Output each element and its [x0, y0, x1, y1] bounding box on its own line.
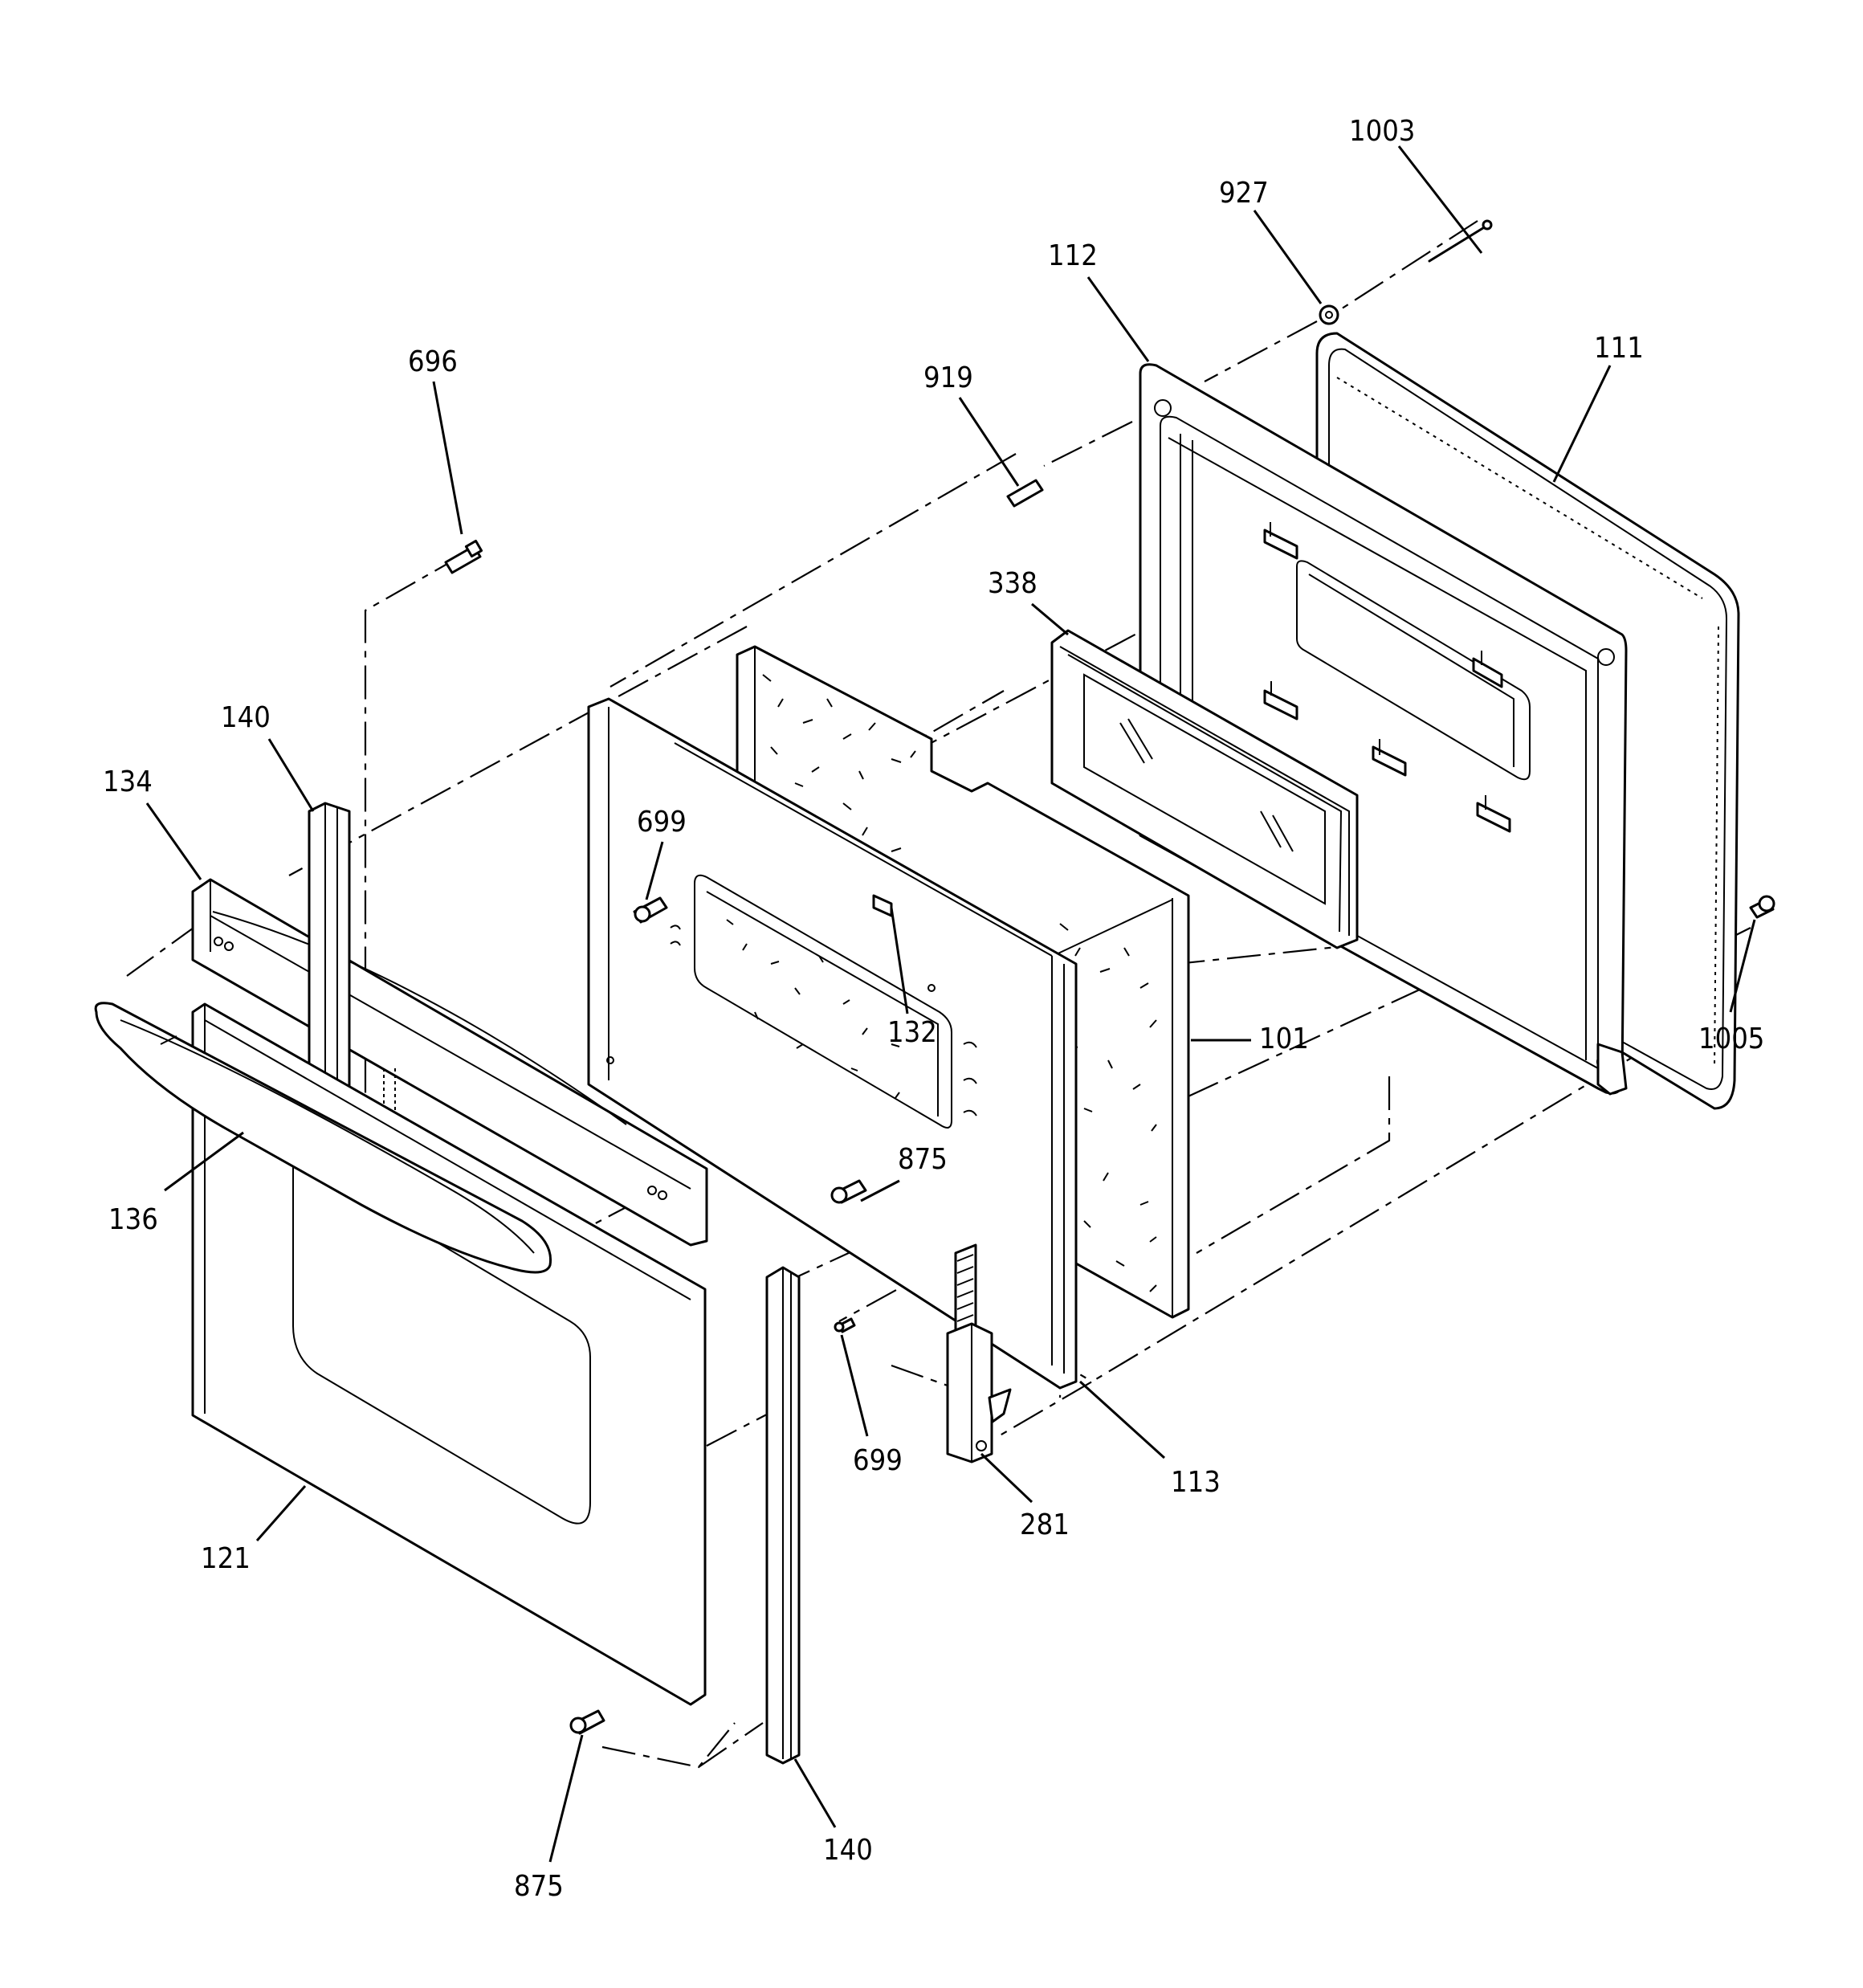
callout-927: 927: [1219, 177, 1269, 210]
callout-134: 134: [103, 765, 153, 798]
insulation-speckle: [762, 674, 1157, 1292]
callout-875-lower: 875: [514, 1870, 564, 1903]
callout-111: 111: [1594, 332, 1644, 365]
callout-1005: 1005: [1698, 1023, 1764, 1055]
callout-132: 132: [887, 1016, 937, 1049]
callout-875-middle: 875: [898, 1143, 948, 1176]
part-140-side-trim-lower: [765, 1266, 801, 1765]
part-113-inner-panel: [587, 697, 1078, 1390]
callout-1003: 1003: [1349, 115, 1415, 148]
callout-136: 136: [108, 1203, 158, 1236]
washer-927: [1319, 304, 1339, 325]
callout-113: 113: [1171, 1466, 1221, 1499]
callout-labels: 1003 927 112 111 696 919 338 140 134 699…: [103, 115, 1764, 1903]
callout-919: 919: [923, 361, 973, 394]
callout-696: 696: [408, 345, 458, 378]
part-281-hinge: [946, 1243, 1012, 1463]
callout-140-lower: 140: [823, 1834, 873, 1867]
stud-919: [1006, 479, 1044, 508]
callout-338: 338: [988, 567, 1037, 600]
callout-699-lower: 699: [853, 1444, 903, 1477]
callout-121: 121: [201, 1542, 251, 1575]
callout-281: 281: [1020, 1508, 1070, 1541]
screw-1003: [1428, 225, 1487, 263]
part-338-window-pack: [1050, 629, 1359, 949]
part-112-inner-door-liner: [1139, 363, 1628, 1096]
callout-140-upper: 140: [221, 701, 271, 734]
callout-101: 101: [1259, 1023, 1309, 1055]
fasteners: [444, 219, 1775, 1735]
leader-lines: [145, 145, 1756, 1863]
callout-112: 112: [1048, 239, 1098, 272]
callout-699-upper: 699: [637, 806, 687, 839]
part-136-door-handle: [94, 1002, 552, 1274]
